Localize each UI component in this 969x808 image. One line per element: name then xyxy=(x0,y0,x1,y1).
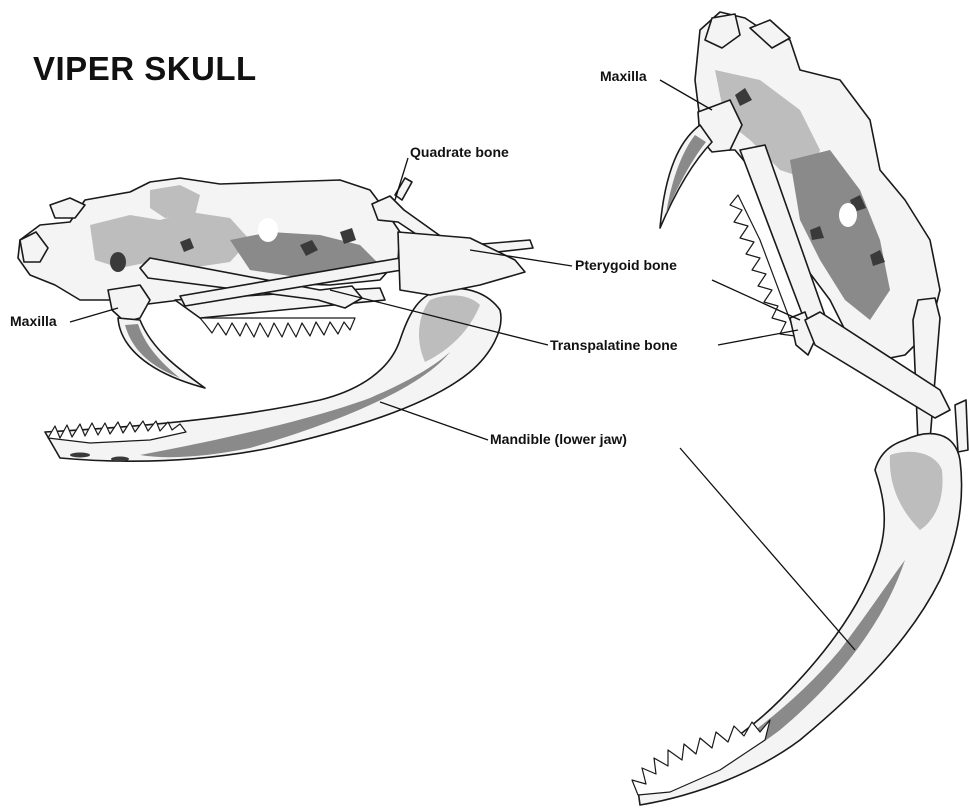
right-skull xyxy=(632,12,968,805)
right-fang xyxy=(660,125,712,228)
left-skull xyxy=(18,178,533,462)
label-maxilla-left: Maxilla xyxy=(10,313,57,329)
left-upper-teeth xyxy=(200,318,355,337)
label-pterygoid-bone: Pterygoid bone xyxy=(575,257,677,273)
label-mandible: Mandible (lower jaw) xyxy=(490,431,627,447)
left-maxilla xyxy=(108,285,150,322)
label-transpalatine-bone: Transpalatine bone xyxy=(550,337,678,353)
right-quadrate xyxy=(913,298,940,442)
label-maxilla-right: Maxilla xyxy=(600,68,647,84)
label-quadrate-bone: Quadrate bone xyxy=(410,144,509,160)
page-title: VIPER SKULL xyxy=(33,50,257,88)
